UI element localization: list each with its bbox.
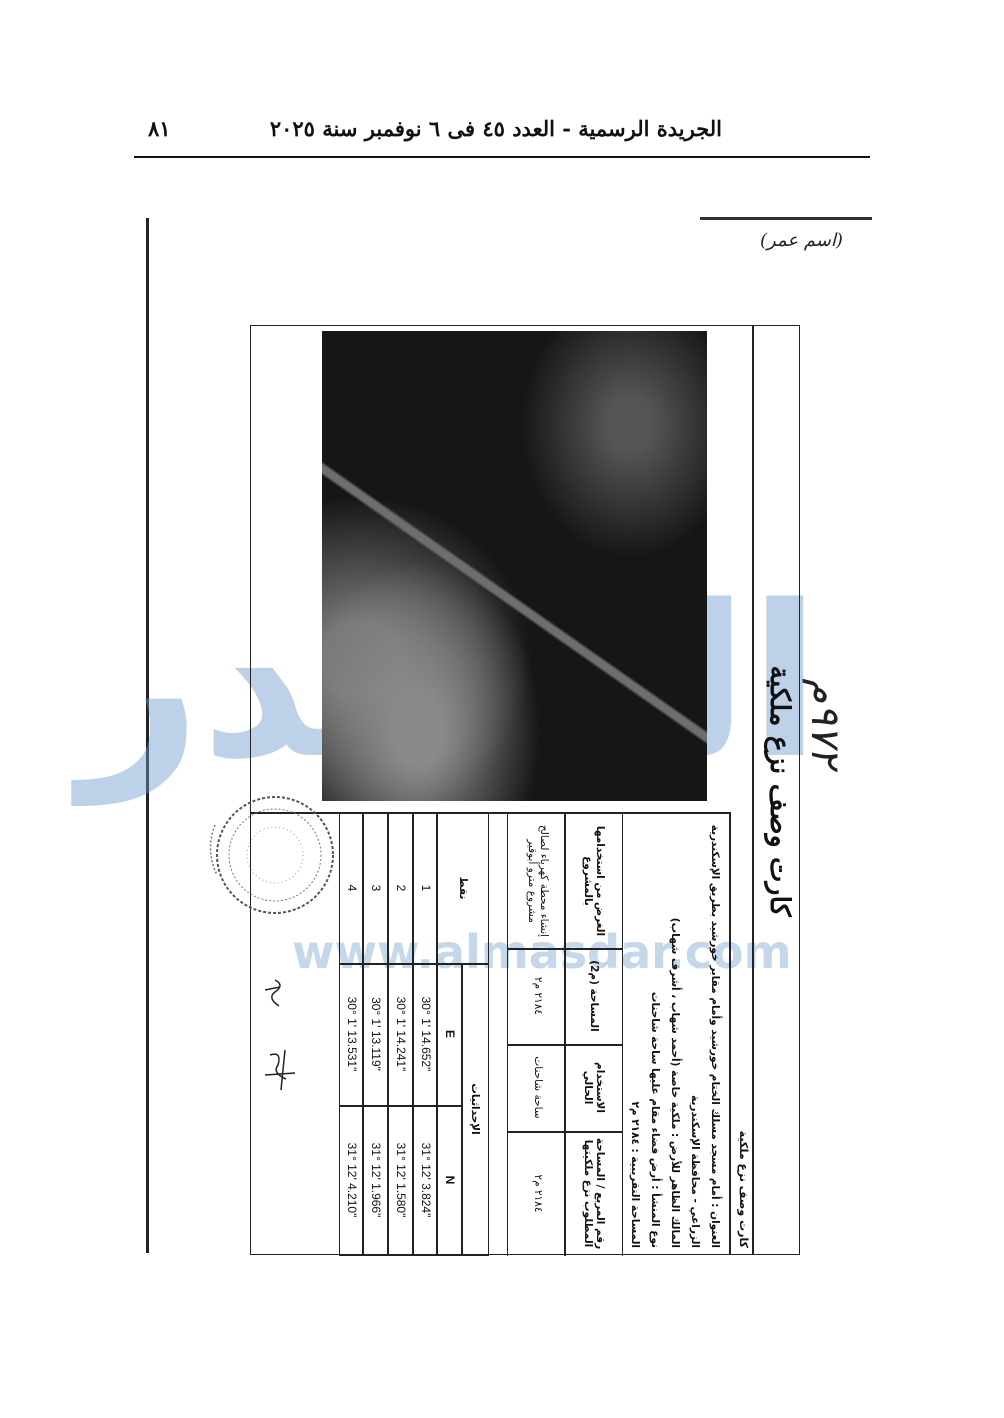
header-divider xyxy=(134,156,870,158)
coord-e: 30° 1' 13.119" xyxy=(369,997,384,1071)
page-header: الجريدة الرسمية - العدد ٤٥ فى ٦ نوفمبر س… xyxy=(134,112,870,152)
header-purpose: الغرض من استخدامها بالمشروع xyxy=(582,825,606,937)
header-n: N xyxy=(443,1175,458,1185)
aerial-photo xyxy=(322,331,707,801)
coord-n: 31° 12' 3.824" xyxy=(419,1142,433,1218)
handwritten-note: (اسم عمر) xyxy=(760,230,843,251)
info-owner: المالك الظاهر للأرض : ملكية خاصة (أحمد ش… xyxy=(669,917,681,1248)
page-number: ٨١ xyxy=(148,116,171,141)
header-plot-area: رقم المربع / المساحة المطلوب نزع ملكيتها xyxy=(582,1137,606,1250)
handwritten-card-number: ٩٧٢م xyxy=(802,678,848,768)
coord-n: 31° 12' 1.580" xyxy=(394,1142,409,1218)
coord-e: 30° 1' 14.652" xyxy=(419,996,433,1072)
scan-top-line xyxy=(700,217,872,220)
card-info: العنوان : أمام مسجد مسلك الختام خورشيد و… xyxy=(625,818,725,1248)
cell-current-use: ساحة شاحنات xyxy=(532,1056,544,1119)
info-governorate: الزراعي - محافظة الإسكندرية xyxy=(689,1095,701,1248)
title-band-divider xyxy=(752,326,754,1254)
point-number: 2 xyxy=(394,884,409,892)
info-approx-area: المساحة التقريبية : ٢١٨٤ م٢ xyxy=(629,1101,641,1248)
official-stamp xyxy=(209,796,334,914)
signature xyxy=(264,979,296,1091)
coord-n: 31° 12' 4.210" xyxy=(345,1142,359,1218)
card-subtitle: كارت وصف نزع ملكية xyxy=(737,1130,750,1248)
info-address: العنوان : أمام مسجد مسلك الختام خورشيد و… xyxy=(709,824,721,1248)
header-points: نقط xyxy=(457,876,469,900)
scan-edge-line xyxy=(146,218,149,1253)
header-area: المساحة (م2) xyxy=(588,960,600,1032)
header-e: E xyxy=(443,1029,458,1038)
cell-purpose: إنشاء محطة كهرباء لصالح مشروع مترو أبوقي… xyxy=(526,824,550,938)
point-number: 3 xyxy=(369,884,384,892)
card-title: كارت وصف نزع ملكية xyxy=(764,665,795,917)
summary-table: رقم المربع / المساحة المطلوب نزع ملكيتها… xyxy=(507,814,623,1256)
point-number: 1 xyxy=(419,884,433,892)
coordinates-table: نقط الإحداثيات E N 1 30° 1' 14.652" 31° … xyxy=(339,812,489,1256)
header-coordinates: الإحداثيات xyxy=(469,1083,482,1135)
coord-n: 31° 12' 1.966" xyxy=(369,1142,384,1218)
cell-area: ٢١٨٤ م٢ xyxy=(532,976,544,1016)
header-current-use: الاستخدام الحالي xyxy=(582,1062,606,1113)
info-structure-type: نوع المنشأ : أرض فضاء مقام عليها ساحة شا… xyxy=(649,991,661,1248)
coord-e: 30° 1' 14.241" xyxy=(394,996,409,1072)
gazette-title: الجريدة الرسمية - العدد ٤٥ فى ٦ نوفمبر س… xyxy=(269,116,722,141)
subtitle-divider xyxy=(729,814,731,1254)
cell-plot-area: ٢١٨٤ م٢ xyxy=(532,1174,544,1213)
coord-e: 30° 1' 13.531" xyxy=(345,996,359,1072)
